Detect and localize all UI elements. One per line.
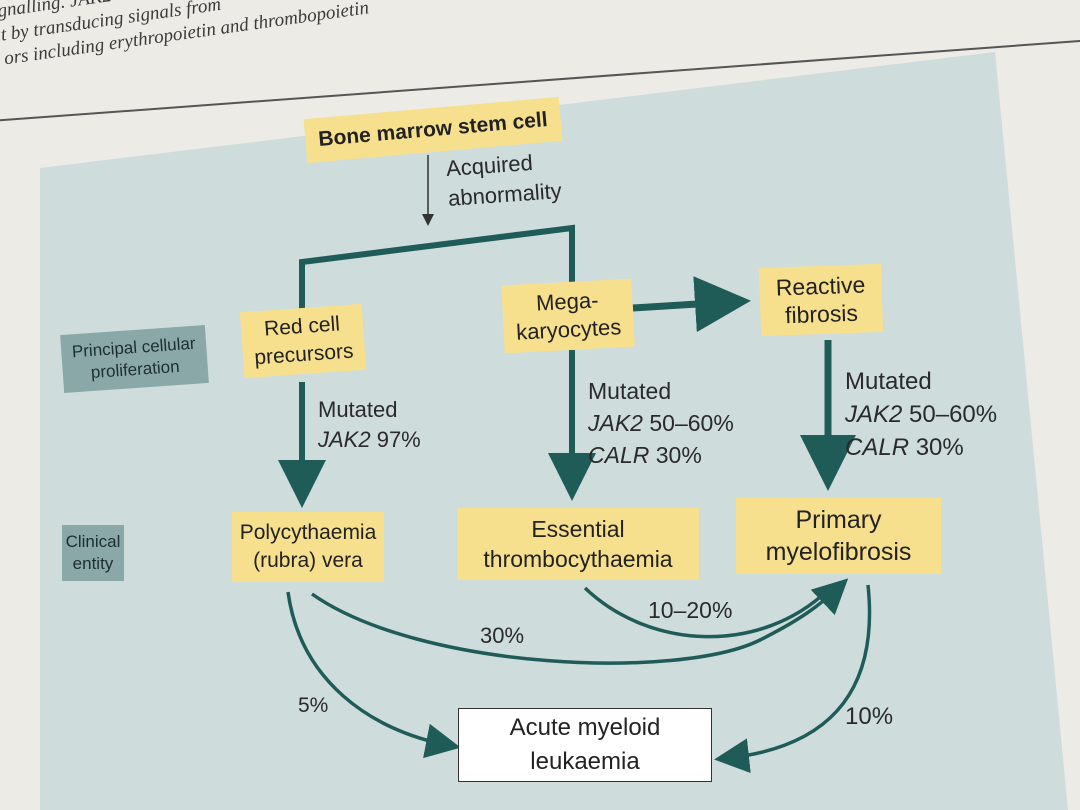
red-cell-precursors-box: Red cell precursors: [239, 303, 367, 379]
mutation-label: Mutated: [845, 368, 932, 395]
gene-percent: 30%: [909, 434, 964, 461]
mutation-gene-line: CALR 30%: [588, 439, 734, 471]
transition-pmf-to-aml: 10%: [845, 703, 894, 730]
arrow-pv-to-pmf: [310, 578, 849, 665]
gene-percent: 30%: [649, 442, 702, 468]
row-label-proliferation: Principal cellular proliferation: [60, 325, 209, 393]
gene-percent: 50–60%: [902, 401, 998, 428]
megakaryocytes-box: Mega- karyocytes: [501, 278, 635, 354]
gene-name: CALR: [588, 442, 650, 468]
gene-percent: 50–60%: [642, 410, 734, 436]
gene-name: CALR: [845, 434, 910, 461]
mutation-note-et: Mutated JAK2 50–60% CALR 30%: [588, 375, 734, 471]
gene-name: JAK2: [588, 410, 643, 436]
mutation-note-pv: Mutated JAK2 97%: [318, 395, 421, 455]
primary-myelofibrosis-box: Primary myelofibrosis: [736, 498, 941, 574]
essential-thrombocythaemia-box: Essential thrombocythaemia: [457, 508, 699, 580]
reactive-fibrosis-box: Reactive fibrosis: [758, 263, 884, 337]
mutation-label: Mutated: [588, 378, 672, 404]
mutation-gene-line: JAK2 97%: [318, 425, 421, 455]
gene-name: JAK2: [845, 401, 903, 428]
branch-bracket: [299, 224, 575, 325]
gene-name: JAK2: [318, 427, 371, 452]
mutation-gene-line: JAK2 50–60%: [588, 407, 734, 439]
mutation-gene-line: CALR 30%: [845, 431, 997, 464]
row-label-clinical: Clinical entity: [62, 525, 124, 581]
mutation-label: Mutated: [318, 397, 398, 422]
arrow-pmf-to-aml: [714, 584, 872, 774]
polycythaemia-vera-box: Polycythaemia (rubra) vera: [232, 512, 384, 582]
gene-percent: 97%: [370, 427, 421, 452]
mutation-note-pmf: Mutated JAK2 50–60% CALR 30%: [845, 365, 997, 464]
transition-pv-to-aml: 5%: [298, 694, 329, 717]
transition-et-to-pmf: 10–20%: [648, 597, 733, 623]
arrow-mega-to-fibrosis: [632, 276, 751, 333]
acute-myeloid-leukaemia-box: Acute myeloid leukaemia: [458, 708, 712, 782]
mutation-gene-line: JAK2 50–60%: [845, 398, 997, 431]
arrow-pv-to-aml: [286, 591, 461, 759]
arrow-et-to-pmf: [583, 586, 830, 639]
transition-pv-to-pmf: 30%: [480, 623, 525, 648]
acquired-abnormality-label: Acquired abnormality: [445, 149, 563, 211]
